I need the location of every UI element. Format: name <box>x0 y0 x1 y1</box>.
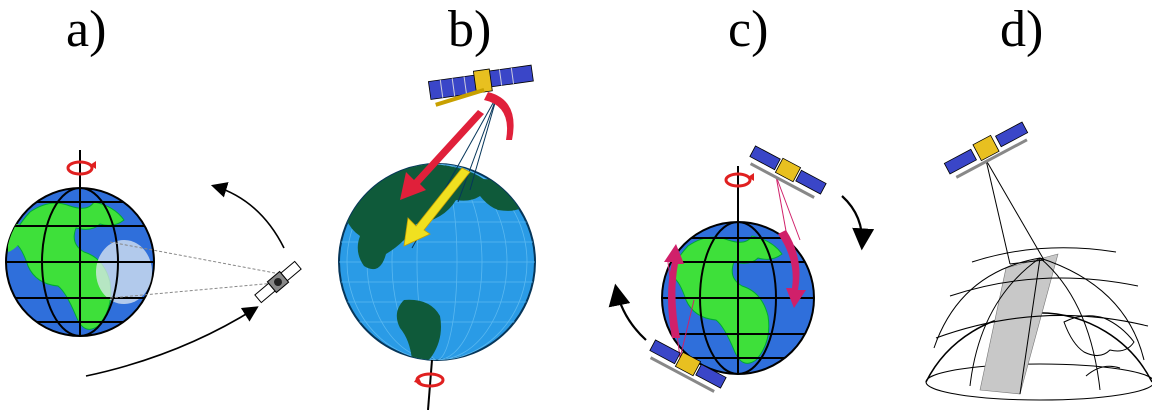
rotation-arrow-icon <box>414 359 445 410</box>
panel-label-c: c) <box>728 1 769 58</box>
rotation-arrow-icon <box>724 166 754 226</box>
globe-icon <box>5 187 155 337</box>
satellite-icon <box>749 145 827 199</box>
orbit-arrow-icon <box>210 182 285 249</box>
descending-pass-arrow <box>778 230 806 308</box>
ascending-pass-arrow <box>664 244 684 338</box>
panel-label-b: b) <box>448 1 492 58</box>
satellite-icon <box>427 64 534 107</box>
orbit-arrow-icon <box>608 283 647 341</box>
panel-label-a: a) <box>66 1 107 58</box>
panel-d <box>925 121 1152 401</box>
view-lines <box>109 241 276 299</box>
globe-icon <box>338 163 536 361</box>
orbit-arrow-icon <box>841 195 875 251</box>
beam-lines <box>985 159 1045 265</box>
panel-c <box>608 145 875 393</box>
panel-label-d: d) <box>1000 1 1044 58</box>
orbit-arrow-icon <box>85 306 259 377</box>
panel-b <box>338 64 536 410</box>
orbit-direction-arrow <box>484 92 514 140</box>
satellite-icon <box>254 260 302 304</box>
reflected-arrow <box>403 167 471 247</box>
satellite-icon <box>649 339 727 393</box>
hemisphere-icon <box>925 247 1152 401</box>
globe-icon <box>661 221 815 375</box>
panel-a <box>5 150 302 377</box>
satellite-icon <box>943 121 1029 179</box>
downlink-arrow <box>400 110 484 200</box>
